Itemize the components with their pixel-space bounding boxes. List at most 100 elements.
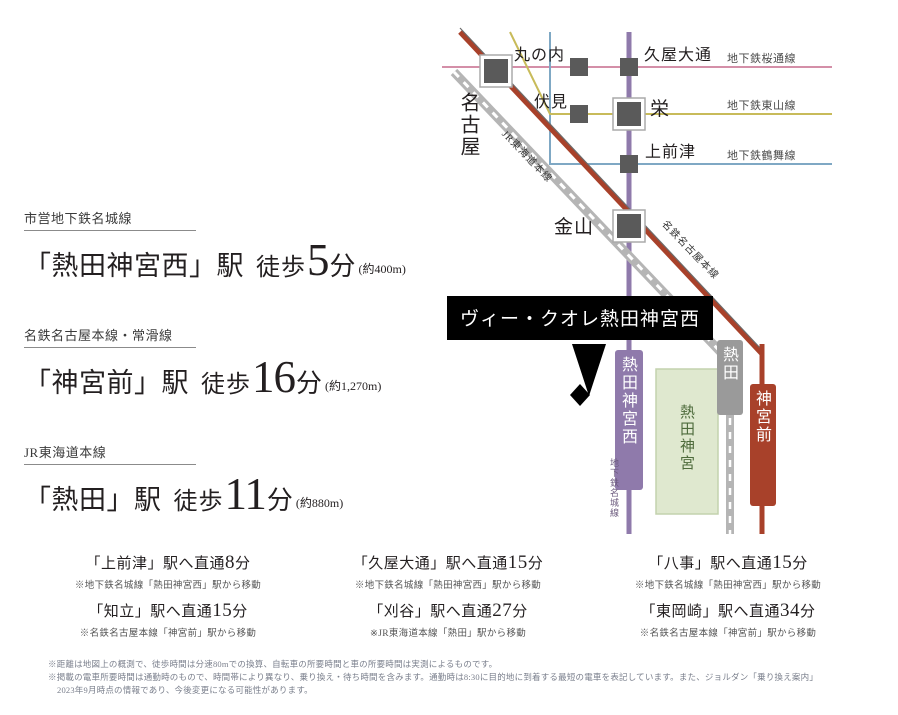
station-label-nagoya: 名古屋 bbox=[457, 92, 479, 158]
access-main-line: 「熱田神宮西」 駅 徒歩 5 分 (約400m) bbox=[24, 238, 424, 283]
station-marker-sakae bbox=[617, 102, 641, 126]
access-minutes: 11 bbox=[224, 469, 267, 519]
access-station-name: 「神宮前」 bbox=[24, 368, 162, 398]
access-minutes-unit: 分 bbox=[296, 369, 323, 398]
station-label-jingumae: 神宮前 bbox=[753, 390, 770, 444]
property-callout: ヴィー・クオレ熱田神宮西 bbox=[447, 296, 714, 340]
transit-cell: 「八事」駅へ直通15分 ※地下鉄名城線「熱田神宮西」駅から移動 bbox=[588, 552, 868, 591]
transit-note: ※JR東海道本線「熱田」駅から移動 bbox=[369, 629, 527, 639]
transit-note: ※地下鉄名城線「熱田神宮西」駅から移動 bbox=[74, 581, 262, 591]
transit-station: 「東岡崎」駅へ直通 bbox=[640, 604, 780, 620]
footnote-line: ※距離は地図上の概測で、徒歩時間は分速80mでの換算、自転車の所要時間と車の所要… bbox=[48, 659, 498, 669]
station-label-marunouchi: 丸の内 bbox=[514, 47, 566, 64]
access-distance: (約400m) bbox=[358, 262, 406, 276]
transit-note: ※地下鉄名城線「熱田神宮西」駅から移動 bbox=[634, 581, 822, 591]
route-map: 丸の内 久屋大通 伏見 栄 上前津 金山 地下鉄桜通線 地下鉄東山線 地下鉄鶴舞… bbox=[432, 14, 898, 544]
station-label-hisayaodori: 久屋大通 bbox=[644, 47, 713, 64]
transit-main: 「八事」駅へ直通15分 bbox=[588, 552, 868, 574]
access-walk-label: 徒歩 bbox=[256, 255, 306, 281]
transit-cell: 「上前津」駅へ直通8分 ※地下鉄名城線「熱田神宮西」駅から移動 bbox=[28, 552, 308, 591]
station-label-kamimaezu: 上前津 bbox=[645, 144, 697, 161]
access-walk-label: 徒歩 bbox=[201, 372, 251, 398]
access-main-line: 「神宮前」 駅 徒歩 16 分 (約1,270m) bbox=[24, 355, 424, 400]
access-eki-suffix: 駅 bbox=[216, 251, 244, 281]
transit-note: ※地下鉄名城線「熱田神宮西」駅から移動 bbox=[354, 581, 542, 591]
access-line-name: 名鉄名古屋本線・常滑線 bbox=[24, 325, 196, 348]
atsuta-jingu-park bbox=[655, 368, 719, 515]
access-station-name: 「熱田」 bbox=[24, 485, 134, 515]
access-main-line: 「熱田」 駅 徒歩 11 分 (約880m) bbox=[24, 472, 424, 517]
access-eki-suffix: 駅 bbox=[134, 485, 162, 515]
line-label-higashiyama: 地下鉄東山線 bbox=[727, 100, 796, 112]
station-label-atsuta: 熱田 bbox=[720, 346, 737, 382]
access-block-meitetsu: 名鉄名古屋本線・常滑線 「神宮前」 駅 徒歩 16 分 (約1,270m) bbox=[24, 325, 424, 400]
park-label-atsuta-jingu: 熱田神宮 bbox=[678, 404, 694, 472]
access-distance: (約880m) bbox=[295, 496, 344, 510]
access-block-subway: 市営地下鉄名城線 「熱田神宮西」 駅 徒歩 5 分 (約400m) bbox=[24, 208, 424, 283]
transit-unit: 分 bbox=[792, 556, 808, 572]
access-minutes: 16 bbox=[252, 352, 296, 402]
transit-station: 「知立」駅へ直通 bbox=[88, 604, 213, 620]
line-label-meijo: 地下鉄名城線 bbox=[609, 458, 619, 518]
transit-note: ※名鉄名古屋本線「神宮前」駅から移動 bbox=[639, 629, 817, 639]
station-marker-marunouchi bbox=[570, 58, 588, 76]
access-minutes: 5 bbox=[307, 235, 329, 285]
station-plate-atsuta-jingu-nishi bbox=[615, 350, 643, 490]
direct-transit-grid: 「上前津」駅へ直通8分 ※地下鉄名城線「熱田神宮西」駅から移動 「久屋大通」駅へ… bbox=[28, 552, 870, 648]
transit-note: ※名鉄名古屋本線「神宮前」駅から移動 bbox=[79, 629, 257, 639]
higashiyama-bend bbox=[509, 31, 832, 115]
station-label-fushimi: 伏見 bbox=[534, 94, 569, 111]
station-plate-atsuta bbox=[717, 340, 743, 415]
station-marker-nagoya bbox=[484, 59, 508, 83]
transit-main: 「久屋大通」駅へ直通15分 bbox=[308, 552, 588, 574]
access-minutes-unit: 分 bbox=[329, 252, 356, 281]
access-block-jr: JR東海道本線 「熱田」 駅 徒歩 11 分 (約880m) bbox=[24, 442, 424, 517]
transit-minutes: 8 bbox=[225, 552, 235, 573]
transit-unit: 分 bbox=[512, 604, 528, 620]
station-label-kanayama: 金山 bbox=[554, 217, 595, 238]
transit-cell: 「知立」駅へ直通15分 ※名鉄名古屋本線「神宮前」駅から移動 bbox=[28, 600, 308, 639]
transit-unit: 分 bbox=[232, 604, 248, 620]
transit-main: 「知立」駅へ直通15分 bbox=[28, 600, 308, 622]
access-eki-suffix: 駅 bbox=[161, 368, 189, 398]
transit-unit: 分 bbox=[527, 556, 544, 572]
tsurumai-line-v bbox=[549, 32, 832, 165]
access-line-name: JR東海道本線 bbox=[24, 442, 196, 465]
transit-cell: 「久屋大通」駅へ直通15分 ※地下鉄名城線「熱田神宮西」駅から移動 bbox=[308, 552, 588, 591]
station-label-sakae: 栄 bbox=[650, 99, 671, 120]
transit-minutes: 34 bbox=[780, 600, 800, 621]
footnote-line: 2023年9月時点の情報であり、今後変更になる可能性があります。 bbox=[57, 685, 313, 696]
transit-minutes: 15 bbox=[772, 552, 793, 573]
transit-minutes: 27 bbox=[492, 600, 513, 621]
access-line-name: 市営地下鉄名城線 bbox=[24, 208, 196, 231]
transit-station: 「八事」駅へ直通 bbox=[648, 556, 773, 572]
property-callout-tail bbox=[572, 344, 606, 396]
station-label-atsuta-jingu-nishi: 熱田神宮西 bbox=[619, 356, 636, 446]
transit-minutes: 15 bbox=[507, 552, 528, 573]
transit-main: 「東岡崎」駅へ直通34分 bbox=[588, 600, 868, 622]
station-marker-kamimaezu bbox=[620, 155, 638, 173]
station-marker-fushimi bbox=[570, 105, 588, 123]
access-summary-list: 市営地下鉄名城線 「熱田神宮西」 駅 徒歩 5 分 (約400m) 名鉄名古屋本… bbox=[24, 208, 424, 559]
footnotes: ※距離は地図上の概測で、徒歩時間は分速80mでの換算、自転車の所要時間と車の所要… bbox=[48, 658, 878, 698]
transit-station: 「久屋大通」駅へ直通 bbox=[352, 556, 508, 572]
transit-main: 「刈谷」駅へ直通27分 bbox=[308, 600, 588, 622]
access-walk-label: 徒歩 bbox=[173, 489, 224, 515]
station-marker-hisayaodori bbox=[620, 58, 638, 76]
map-lines-svg bbox=[442, 27, 832, 534]
transit-minutes: 15 bbox=[212, 600, 233, 621]
transit-station: 「刈谷」駅へ直通 bbox=[368, 604, 493, 620]
access-station-name: 「熱田神宮西」 bbox=[24, 251, 217, 281]
line-label-sakuradori: 地下鉄桜通線 bbox=[727, 53, 796, 65]
transit-row-2: 「知立」駅へ直通15分 ※名鉄名古屋本線「神宮前」駅から移動 「刈谷」駅へ直通2… bbox=[28, 600, 870, 648]
transit-main: 「上前津」駅へ直通8分 bbox=[28, 552, 308, 574]
station-marker-kanayama bbox=[617, 214, 641, 238]
property-location-marker bbox=[570, 384, 590, 406]
footnote-line: ※掲載の電車所要時間は通勤時のもので、時間帯により異なり、乗り換え・待ち時間を含… bbox=[48, 672, 819, 683]
transit-unit: 分 bbox=[800, 604, 816, 620]
transit-unit: 分 bbox=[235, 556, 251, 572]
transit-cell: 「東岡崎」駅へ直通34分 ※名鉄名古屋本線「神宮前」駅から移動 bbox=[588, 600, 868, 639]
transit-cell: 「刈谷」駅へ直通27分 ※JR東海道本線「熱田」駅から移動 bbox=[308, 600, 588, 639]
transit-station: 「上前津」駅へ直通 bbox=[85, 556, 225, 572]
